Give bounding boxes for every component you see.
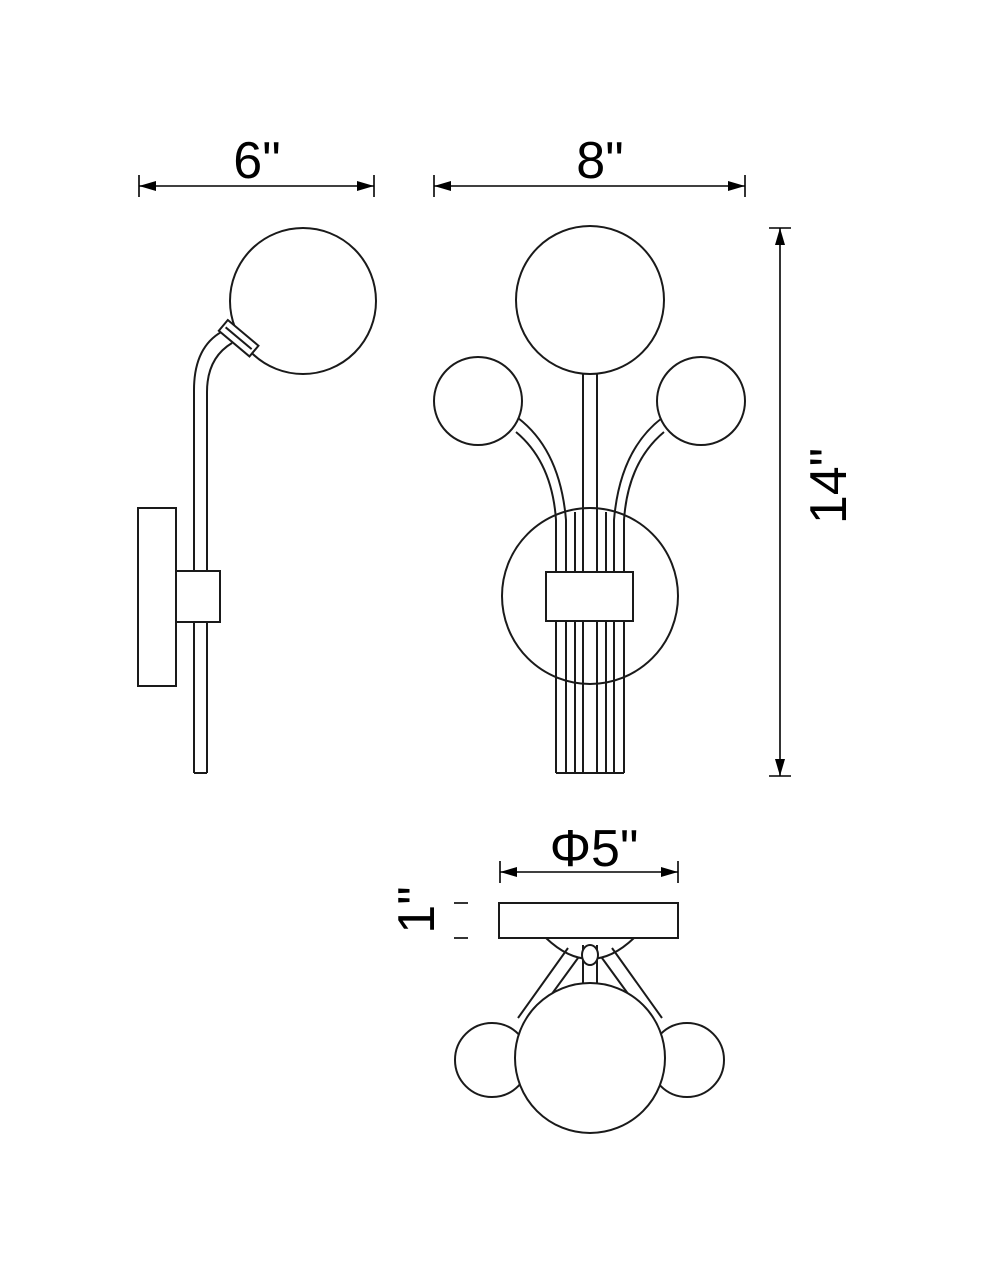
backplate-depth-dimension-line [454, 902, 468, 939]
width-label: 8" [576, 132, 623, 190]
top-arms [517, 945, 663, 1025]
top-center-globe [514, 982, 666, 1134]
depth-dimension-line [138, 175, 375, 197]
front-left-arm [515, 417, 567, 773]
backplate-diameter-label: Φ5" [550, 820, 639, 878]
diameter-dimension-line [499, 861, 679, 883]
backplate-depth-label: 1" [388, 886, 446, 933]
side-stem [193, 329, 233, 774]
depth-label: 6" [233, 132, 280, 190]
top-arm-caps [581, 944, 599, 966]
front-center-stem [582, 360, 598, 773]
side-backplate [137, 507, 177, 687]
side-socket [217, 318, 260, 358]
top-backplate [498, 902, 679, 939]
height-dimension-line [769, 227, 791, 777]
side-globe [229, 227, 377, 375]
height-label: 14" [800, 448, 858, 524]
width-dimension-line [433, 175, 746, 197]
front-inner-rods [556, 512, 624, 774]
side-collar [175, 570, 221, 623]
front-collar [545, 571, 634, 622]
front-top-globe [515, 225, 665, 375]
front-right-globe [656, 356, 746, 446]
side-view: 6" [137, 132, 377, 774]
front-left-globe [433, 356, 523, 446]
front-view: 8" 14" [433, 132, 858, 777]
front-right-arm [613, 417, 665, 773]
top-view: Φ5" 1" [388, 820, 725, 1134]
